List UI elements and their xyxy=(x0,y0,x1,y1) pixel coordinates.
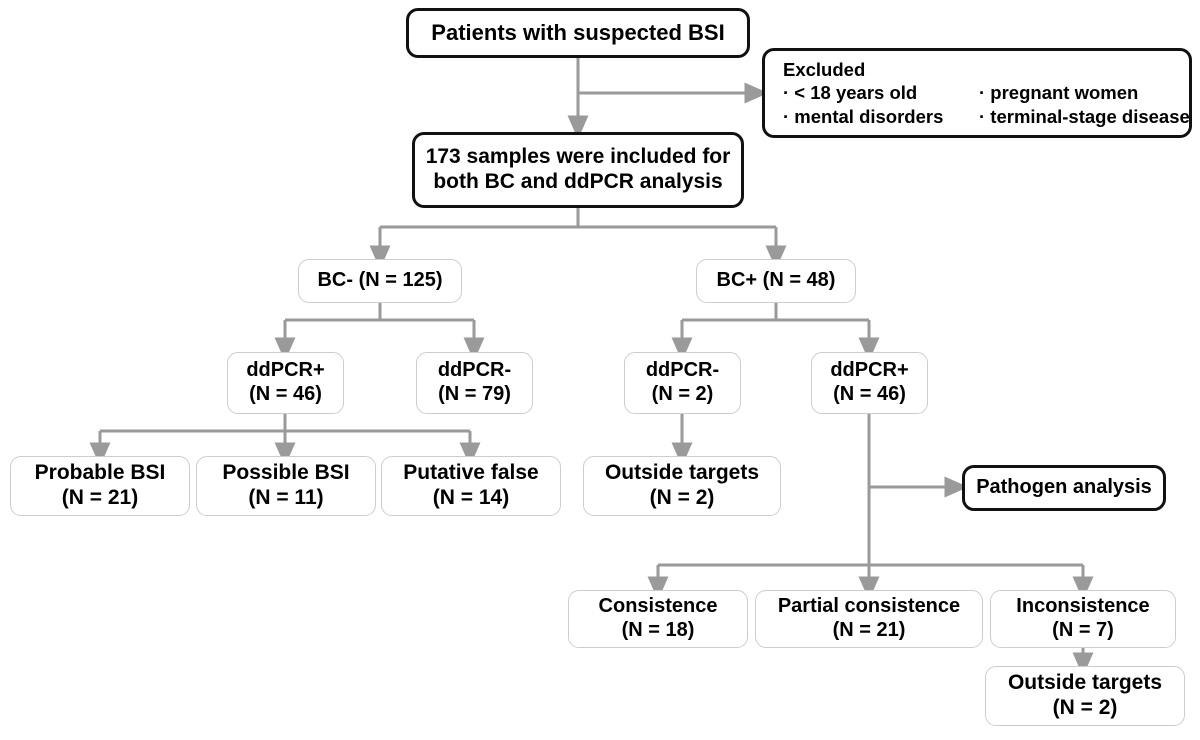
node-label: BC+ (N = 48) xyxy=(716,269,836,292)
node-label-line-1: Outside targets xyxy=(604,461,760,485)
node-probable-bsi[interactable]: Probable BSI (N = 21) xyxy=(10,456,190,516)
excluded-criterion-pregnant: · pregnant women xyxy=(979,82,1139,104)
node-consistence[interactable]: Consistence (N = 18) xyxy=(568,590,748,648)
node-label: Patients with suspected BSI xyxy=(431,20,725,46)
node-patients-with-suspected-bsi[interactable]: Patients with suspected BSI xyxy=(406,8,750,58)
node-label-line-2: (N = 7) xyxy=(1052,619,1114,641)
node-label-line-1: Inconsistence xyxy=(1016,595,1150,618)
node-inconsistence[interactable]: Inconsistence (N = 7) xyxy=(990,590,1176,648)
node-ddpcr-positive-bc-positive[interactable]: ddPCR+ (N = 46) xyxy=(811,352,928,414)
node-label-line-2: (N = 2) xyxy=(1052,696,1118,719)
excluded-title: Excluded xyxy=(783,59,866,81)
node-label-line-1: Outside targets xyxy=(1007,671,1163,695)
node-label: BC- (N = 125) xyxy=(317,269,443,292)
node-label-line-1: Putative false xyxy=(403,461,539,485)
node-bc-positive[interactable]: BC+ (N = 48) xyxy=(696,259,856,303)
node-label-line-1: Probable BSI xyxy=(34,461,166,485)
node-label-line-2: (N = 79) xyxy=(438,383,511,405)
node-label-line-1: Partial consistence xyxy=(777,595,961,618)
node-possible-bsi[interactable]: Possible BSI (N = 11) xyxy=(196,456,376,516)
excluded-row-2: · mental disorders · terminal-stage dise… xyxy=(783,105,1200,128)
node-outside-targets-middle[interactable]: Outside targets (N = 2) xyxy=(583,456,781,516)
excluded-criterion-age: · < 18 years old xyxy=(783,82,918,104)
node-label-line-1: Possible BSI xyxy=(222,461,350,485)
node-ddpcr-negative-bc-negative[interactable]: ddPCR- (N = 79) xyxy=(416,352,533,414)
node-label-line-2: (N = 46) xyxy=(249,383,322,405)
excluded-criterion-mental: · mental disorders xyxy=(783,105,944,127)
node-bc-negative[interactable]: BC- (N = 125) xyxy=(298,259,462,303)
node-label-line-1: ddPCR+ xyxy=(246,359,325,382)
node-label-line-2: (N = 18) xyxy=(621,619,695,641)
node-partial-consistence[interactable]: Partial consistence (N = 21) xyxy=(755,590,983,648)
node-label-line-2: both BC and ddPCR analysis xyxy=(433,170,723,193)
excluded-criterion-terminal: · terminal-stage disease xyxy=(979,105,1190,127)
node-label-line-1: ddPCR- xyxy=(645,359,720,382)
node-label-line-2: (N = 11) xyxy=(248,486,324,509)
node-label-line-1: ddPCR+ xyxy=(830,359,909,382)
node-excluded[interactable]: Excluded · < 18 years old · pregnant wom… xyxy=(762,48,1192,138)
node-pathogen-analysis[interactable]: Pathogen analysis xyxy=(962,465,1166,511)
node-label-line-2: (N = 21) xyxy=(61,486,139,509)
node-label-line-2: (N = 21) xyxy=(832,619,906,641)
node-samples-included[interactable]: 173 samples were included for both BC an… xyxy=(412,132,744,208)
node-label-line-1: Consistence xyxy=(598,595,718,618)
node-ddpcr-positive-bc-negative[interactable]: ddPCR+ (N = 46) xyxy=(227,352,344,414)
node-label-line-2: (N = 14) xyxy=(432,486,510,509)
node-label-line-2: (N = 2) xyxy=(651,383,714,405)
node-label-line-2: (N = 2) xyxy=(649,486,715,509)
node-outside-targets-bottom[interactable]: Outside targets (N = 2) xyxy=(985,666,1185,726)
node-label-line-2: (N = 46) xyxy=(833,383,906,405)
node-label: Pathogen analysis xyxy=(976,476,1152,499)
node-putative-false[interactable]: Putative false (N = 14) xyxy=(381,456,561,516)
node-label-line-1: 173 samples were included for xyxy=(425,145,731,169)
node-label-line-1: ddPCR- xyxy=(437,359,512,382)
excluded-row-1: · < 18 years old · pregnant women xyxy=(783,81,1200,104)
node-ddpcr-negative-bc-positive[interactable]: ddPCR- (N = 2) xyxy=(624,352,741,414)
